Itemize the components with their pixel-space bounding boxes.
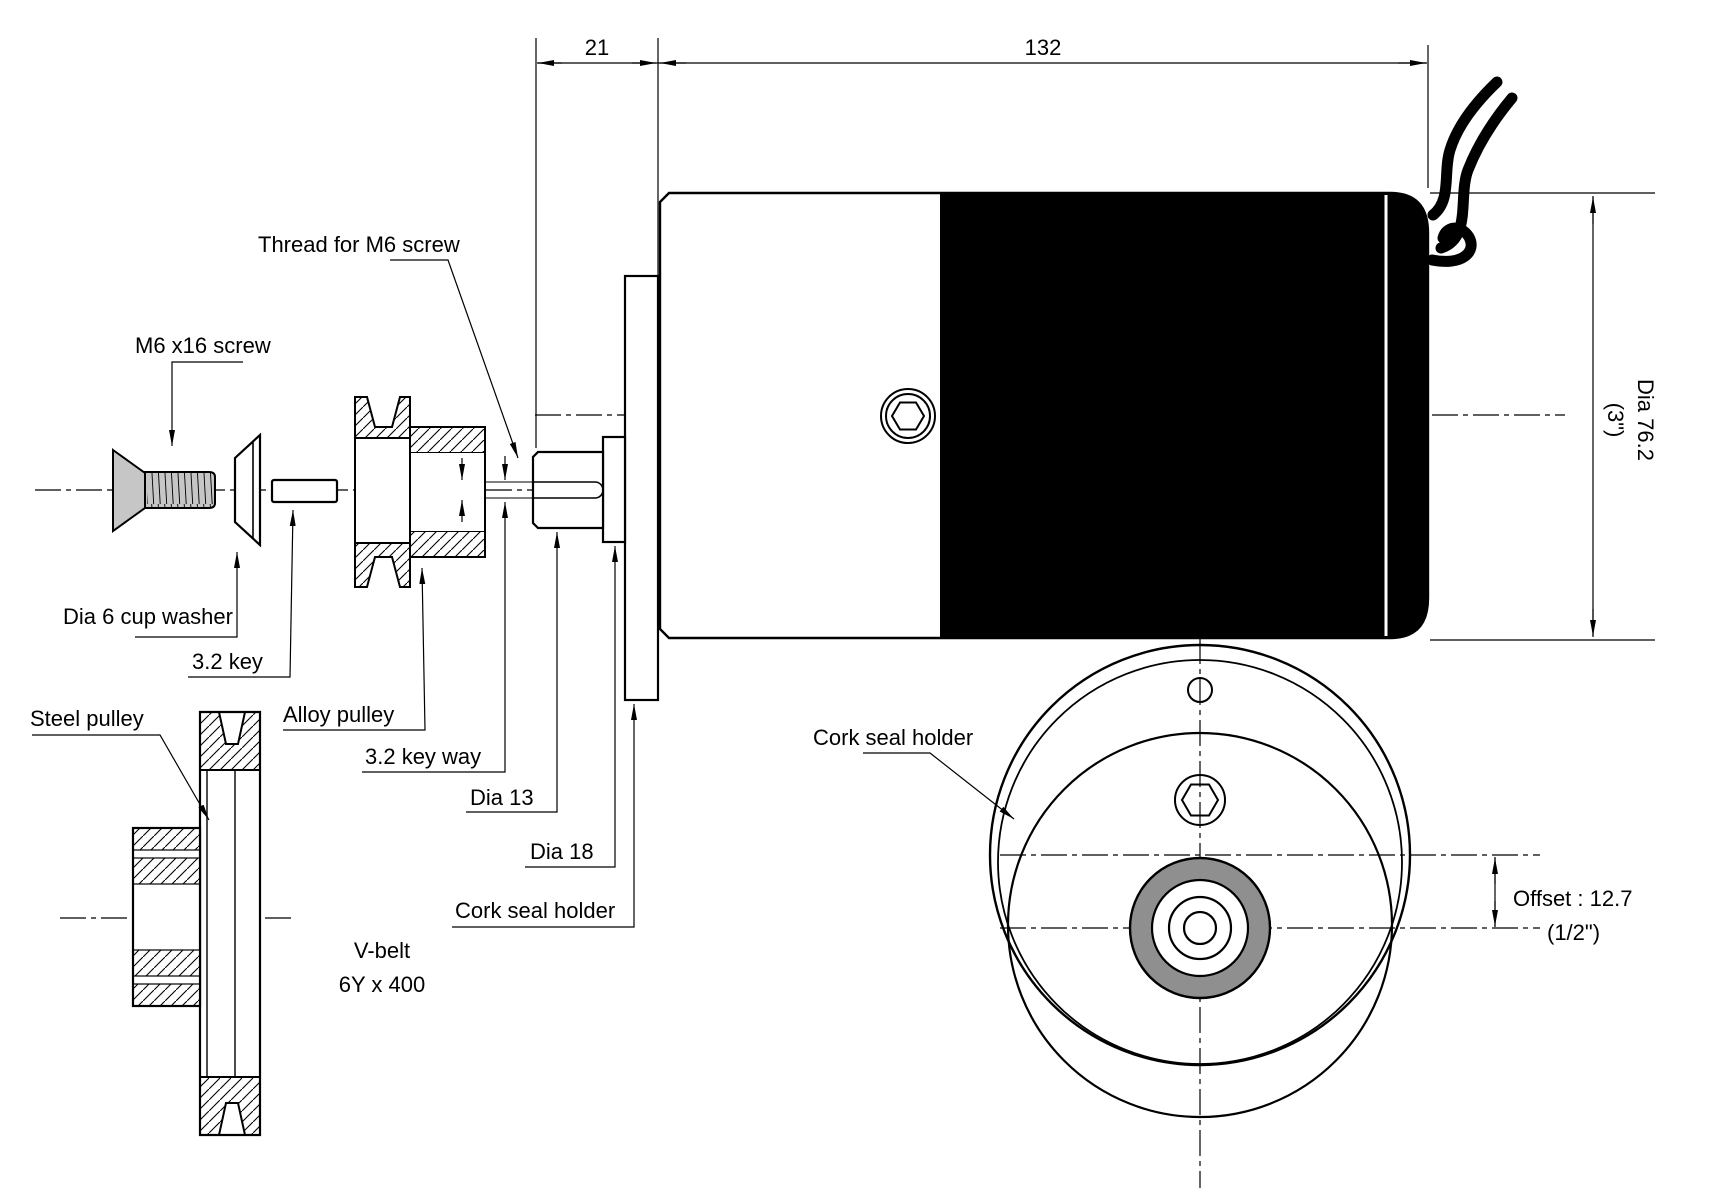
label-offset-inches: (1/2") [1547,920,1600,945]
label-m6-x16-screw: M6 x16 screw [135,333,271,358]
leader-screw [169,361,243,446]
leader-steel-pulley [32,734,210,821]
label-32-key-way: 3.2 key way [365,744,481,769]
steel-pulley-rim-bottom [199,1076,261,1136]
cork-seal-holder-plate-side [623,274,660,702]
endview-shaft-bore-circle [1182,910,1218,946]
motor-black-section [940,193,1428,638]
label-offset-value: Offset : 12.7 [1513,886,1632,911]
leader-dia18 [525,546,618,868]
label-32-key: 3.2 key [192,649,263,674]
label-v-belt: V-belt [354,938,410,963]
steel-pulley-hub [131,826,202,1008]
leader-dia13 [466,532,560,813]
label-dia-762-group: Dia 76.2 (3") [1603,379,1658,461]
label-steel-pulley: Steel pulley [30,706,144,731]
shaft-keyway-slot [533,481,604,499]
shaft-collar-dia18 [601,435,627,544]
steel-pulley-flange [198,710,262,1137]
dim-text-21: 21 [585,35,609,60]
steel-pulley-hub-hatch [132,827,201,1007]
label-dia-762: Dia 76.2 [1633,379,1658,461]
endview-motor-rim-circle [997,659,1403,1065]
label-alloy-pulley: Alloy pulley [283,702,394,727]
dim-text-132: 132 [1025,35,1062,60]
screw-thread-lines [147,473,213,507]
label-v-belt-size: 6Y x 400 [339,972,425,997]
leader-keyway [362,502,508,773]
alloy-pulley-rim-top [354,396,411,439]
cup-washer [233,432,262,548]
leader-key [188,509,296,678]
alloy-pulley-hub-bottom [409,530,486,558]
label-dia-13: Dia 13 [470,785,534,810]
dimension-lines [459,38,1655,927]
endview-shaft-circle [1167,895,1233,961]
leader-thread [390,259,519,459]
steel-pulley-rim-top [199,711,261,771]
endview-hex-socket [1180,783,1220,817]
leader-cork-seal-front [863,752,1015,820]
leader-cork-seal-side [452,704,637,928]
label-dia6-cup-washer: Dia 6 cup washer [63,604,233,629]
leader-alloy-pulley [283,567,426,731]
hex-socket-screw-side [880,388,936,444]
shaft-key [270,478,339,504]
endview-seal-holder-circle [1006,731,1394,1119]
motor-wires [1426,76,1518,267]
m6-screw [112,448,216,533]
leader-cup-washer [135,552,240,638]
leader-lines [32,259,1015,928]
endview-seal-inner-circle [1150,878,1250,978]
endview-hex-screw-circle [1174,774,1226,826]
motor-side-view [455,76,1518,702]
alloy-pulley-bore [410,453,485,531]
label-cork-seal-holder-side: Cork seal holder [455,898,615,923]
alloy-pulley-rim-bottom [354,542,411,588]
text-labels: 21 132 Thread for M6 screw M6 x16 screw … [30,35,1658,997]
label-dia-762-inches: (3") [1603,403,1628,438]
motor-shaft-dia13 [531,450,605,530]
label-dia-18: Dia 18 [530,839,594,864]
motor-end-view [988,643,1412,1119]
steel-pulley [131,710,262,1137]
endview-motor-outer-circle [988,643,1412,1067]
label-cork-seal-holder-front: Cork seal holder [813,725,973,750]
alloy-pulley-hub-top [409,426,486,454]
alloy-pulley-recess [356,439,409,542]
label-thread-for-m6-screw: Thread for M6 screw [258,232,460,257]
alloy-pulley [354,396,486,588]
endview-top-hole [1187,677,1213,703]
screw-head [112,448,146,533]
